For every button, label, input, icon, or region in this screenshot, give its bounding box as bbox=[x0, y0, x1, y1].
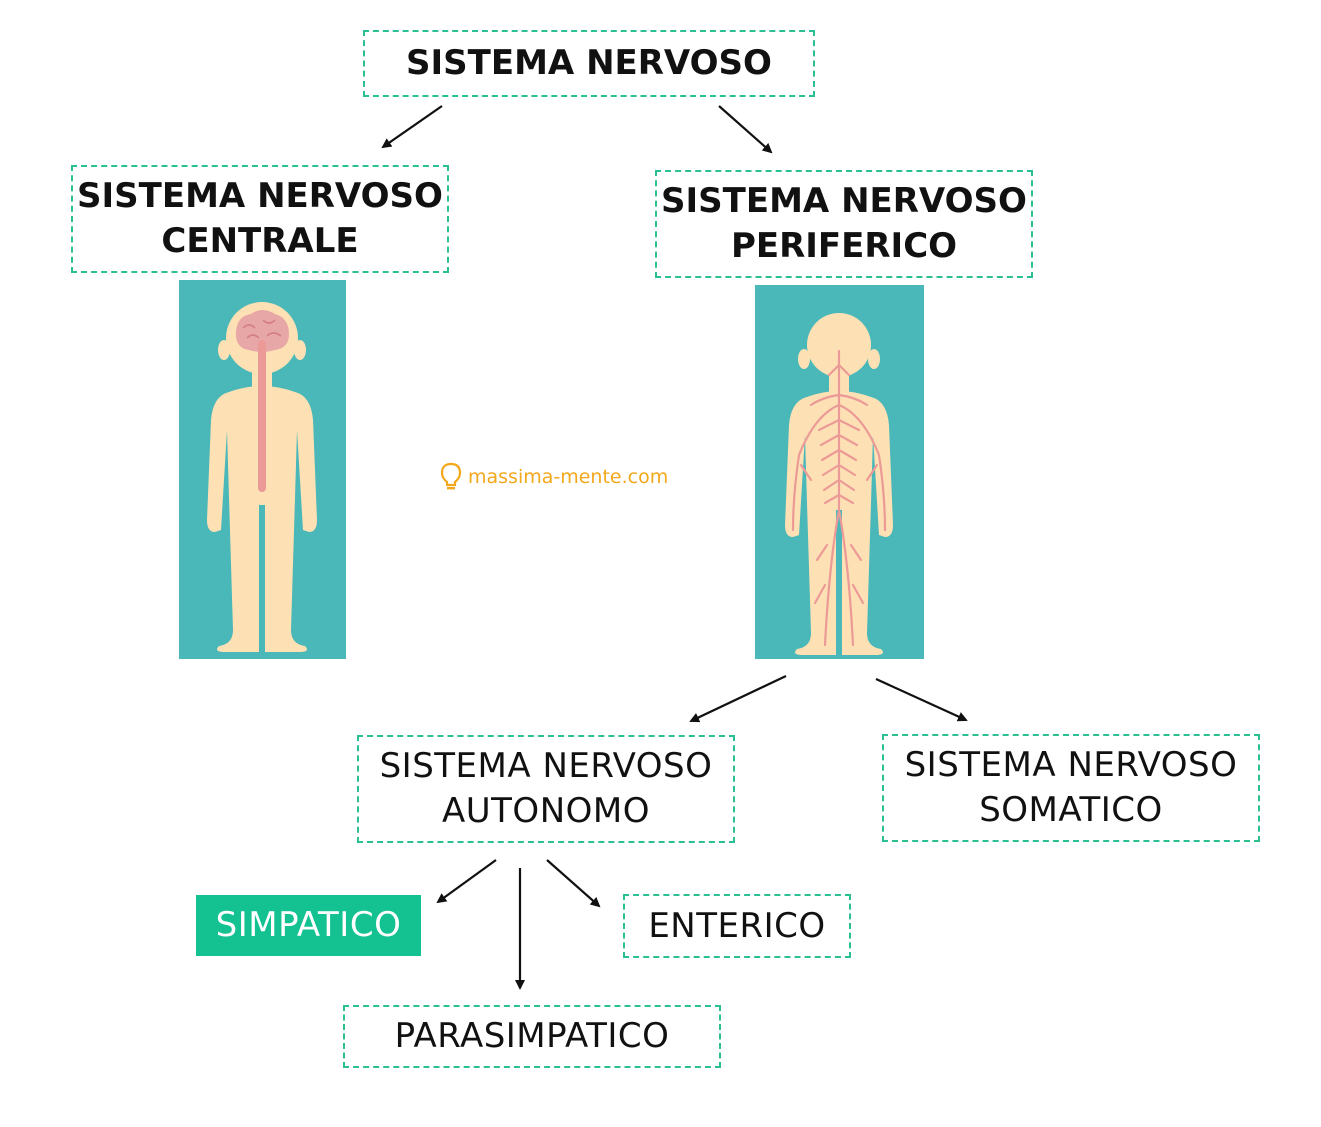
peripheral-node: SISTEMA NERVOSO PERIFERICO bbox=[655, 170, 1033, 278]
arrow-root-to-central bbox=[381, 105, 443, 149]
peripheral-line2: PERIFERICO bbox=[730, 226, 958, 266]
root-label: SISTEMA NERVOSO bbox=[406, 43, 772, 84]
central-illustration-panel bbox=[179, 280, 346, 659]
central-line2: CENTRALE bbox=[161, 221, 359, 261]
somatic-line2: SOMATICO bbox=[979, 790, 1163, 830]
arrow-autonomic-to-enteric bbox=[546, 859, 601, 908]
autonomic-line1: SISTEMA NERVOSO bbox=[379, 746, 713, 787]
arrow-peripheral-to-somatic bbox=[875, 677, 968, 722]
parasympathetic-node: PARASIMPATICO bbox=[343, 1005, 721, 1068]
central-body-figure bbox=[207, 302, 317, 652]
sympathetic-label: SIMPATICO bbox=[215, 905, 402, 946]
enteric-node: ENTERICO bbox=[623, 894, 851, 958]
peripheral-line1: SISTEMA NERVOSO bbox=[661, 181, 1027, 222]
autonomic-line2: AUTONOMO bbox=[442, 791, 650, 831]
central-line1: SISTEMA NERVOSO bbox=[77, 176, 443, 217]
somatic-node: SISTEMA NERVOSO SOMATICO bbox=[882, 734, 1260, 842]
arrow-root-to-peripheral bbox=[718, 105, 773, 154]
autonomic-node: SISTEMA NERVOSO AUTONOMO bbox=[357, 735, 735, 843]
peripheral-illustration-panel bbox=[755, 285, 924, 659]
arrow-peripheral-to-autonomic bbox=[689, 675, 787, 723]
parasympathetic-label: PARASIMPATICO bbox=[394, 1016, 670, 1057]
peripheral-body-figure bbox=[785, 313, 893, 655]
watermark-text: massima-mente.com bbox=[468, 466, 669, 488]
lightbulb-icon bbox=[440, 462, 462, 490]
watermark: massima-mente.com bbox=[440, 462, 668, 492]
somatic-line1: SISTEMA NERVOSO bbox=[904, 745, 1238, 786]
sympathetic-node: SIMPATICO bbox=[196, 895, 421, 956]
arrow-autonomic-to-sympathetic bbox=[436, 859, 497, 904]
central-node: SISTEMA NERVOSO CENTRALE bbox=[71, 165, 449, 273]
root-node: SISTEMA NERVOSO bbox=[363, 30, 815, 97]
enteric-label: ENTERICO bbox=[648, 905, 826, 946]
